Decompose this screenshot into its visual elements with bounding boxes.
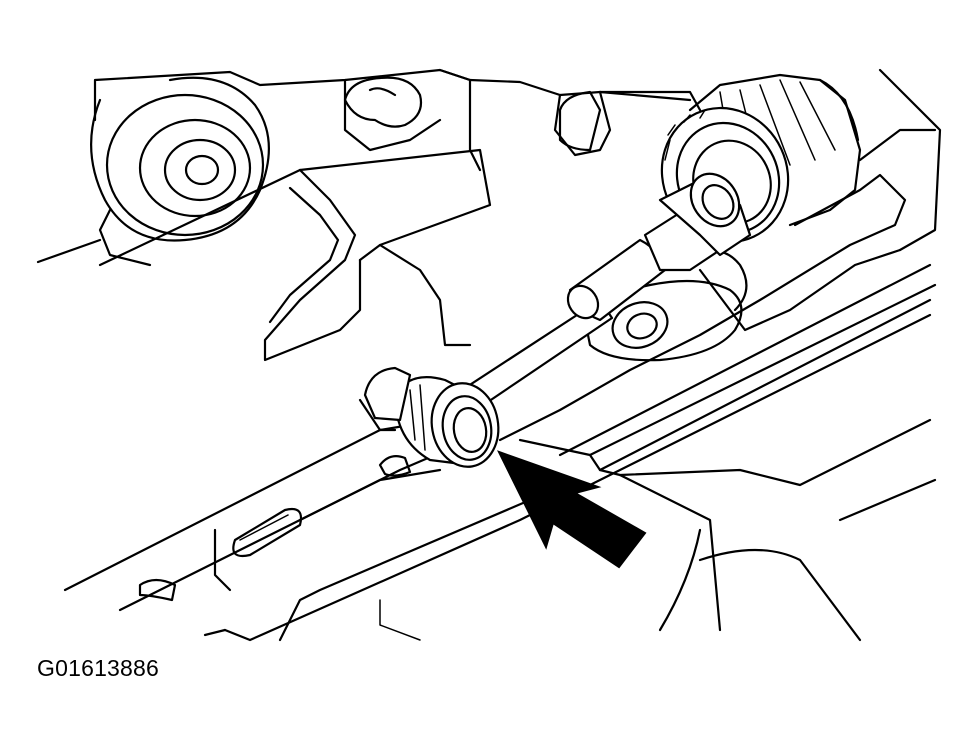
socket-tool — [358, 172, 752, 468]
housing-bosses — [343, 76, 602, 152]
pulley — [90, 76, 270, 267]
pointer-arrow — [497, 450, 647, 569]
figure-id-label: G01613886 — [37, 655, 160, 681]
engine-housing — [36, 68, 942, 642]
